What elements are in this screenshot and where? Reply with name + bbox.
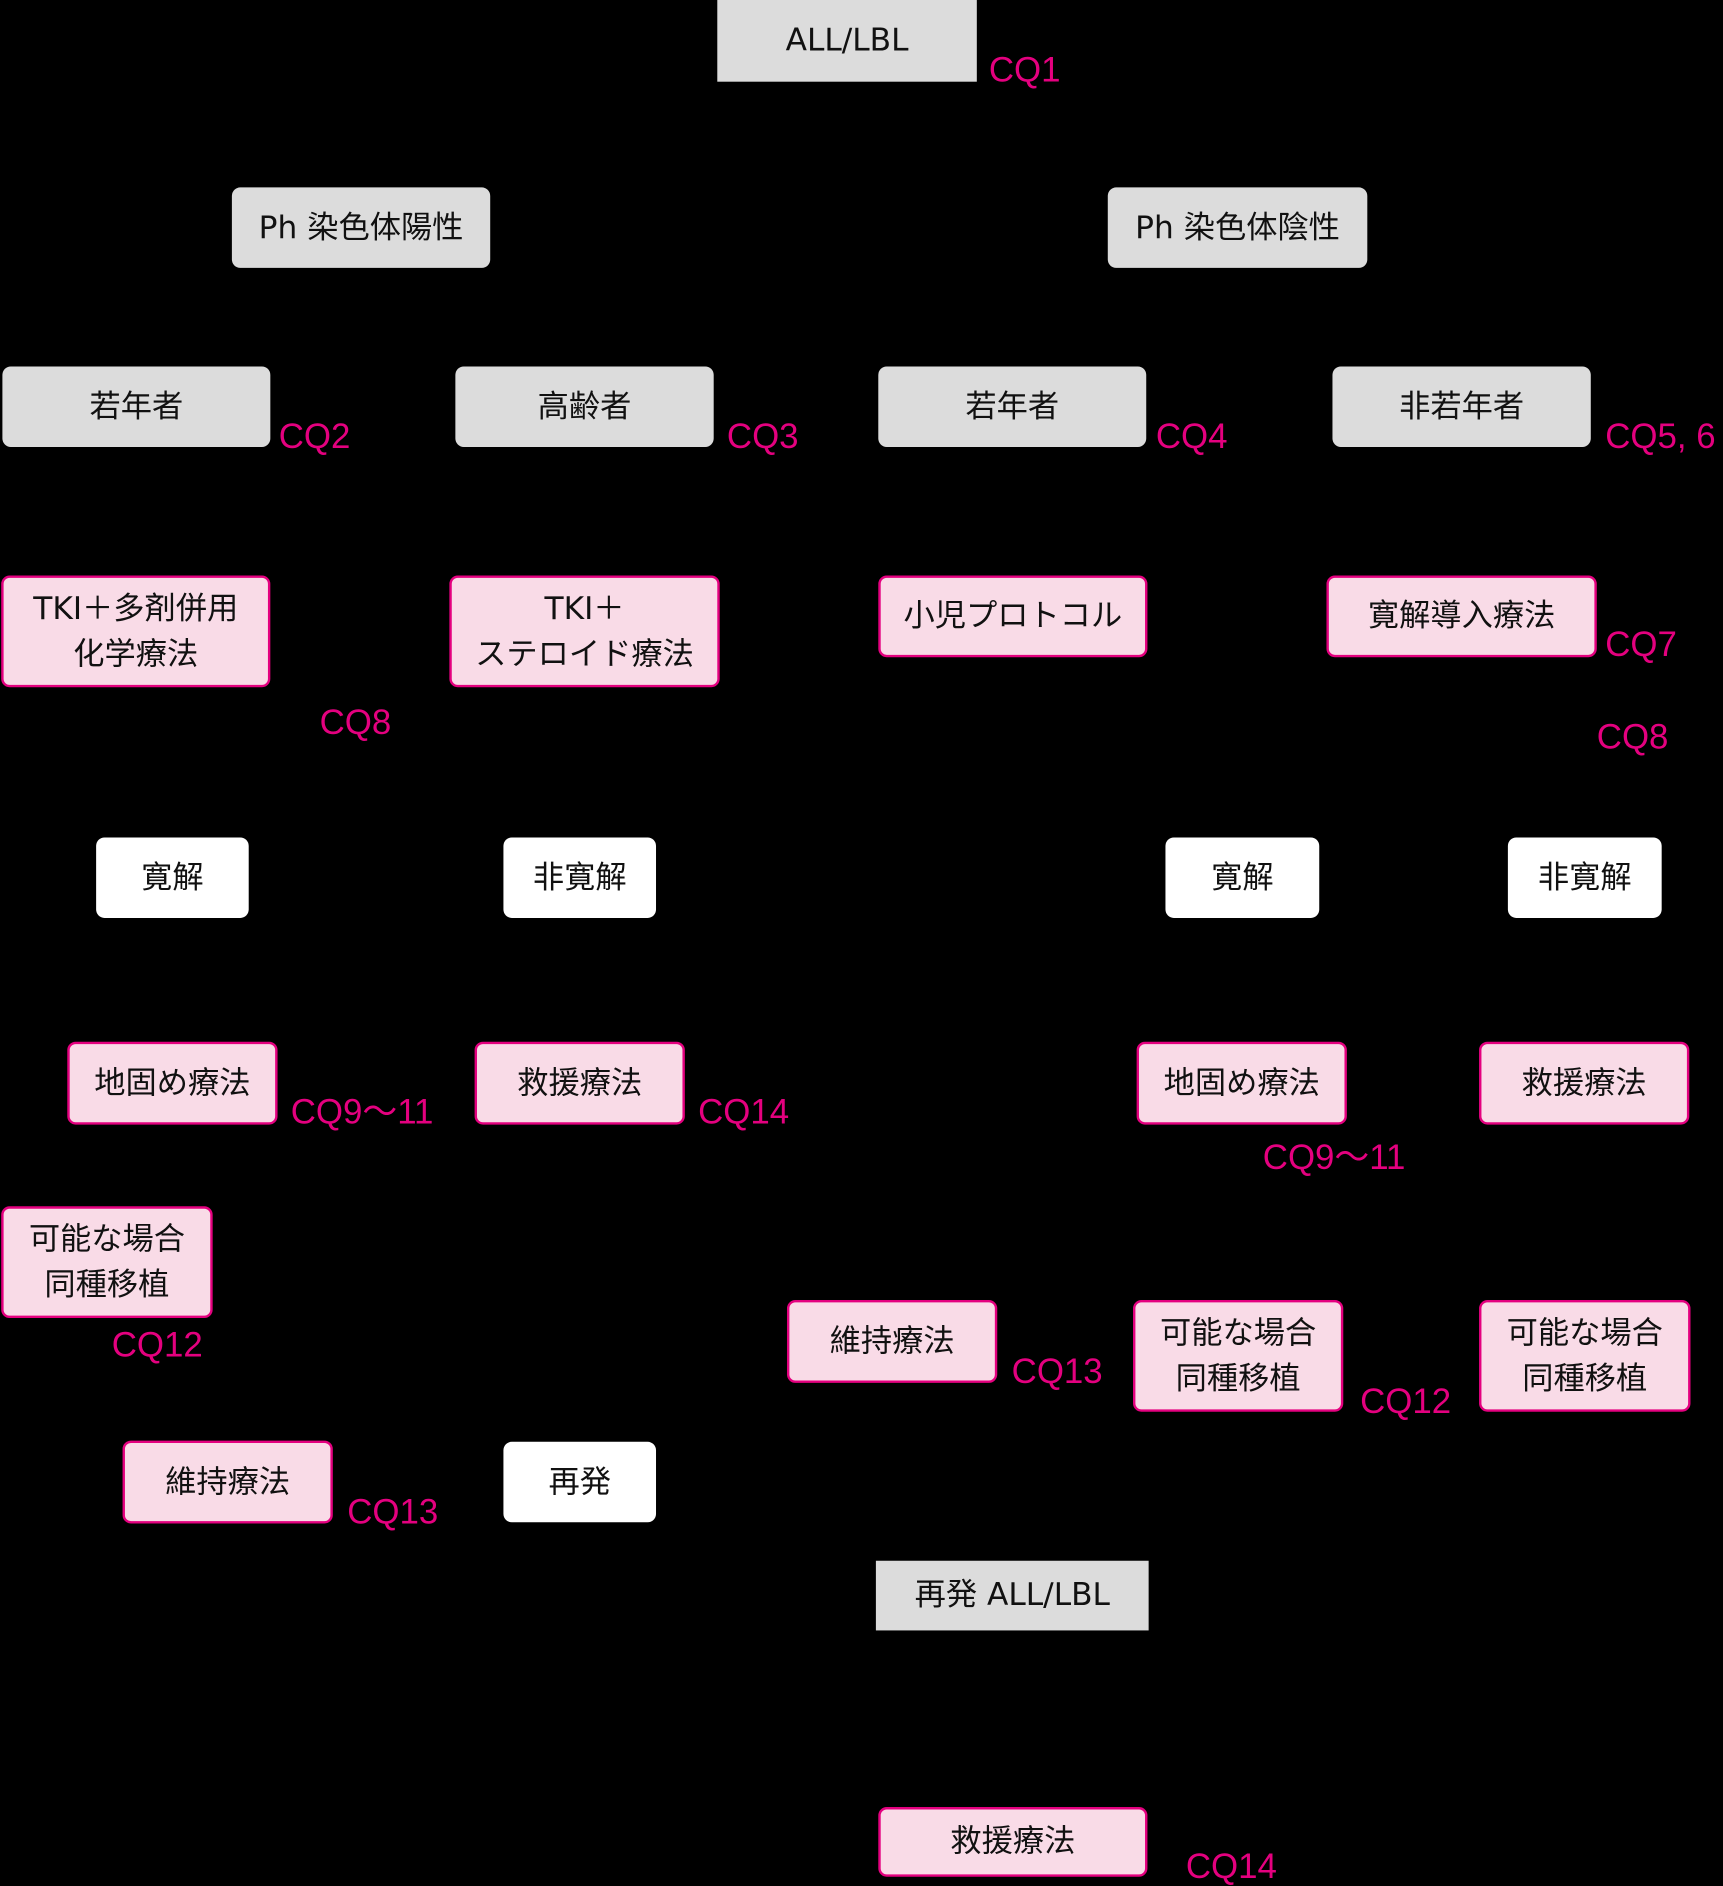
node-neg-nonremission: 非寛解 [1507, 837, 1662, 918]
cq-label: CQ9〜11 [290, 1093, 434, 1132]
cq-label: CQ2 [278, 418, 351, 457]
node-relapse: 再発 [503, 1441, 657, 1523]
node-relapsed-all: 再発 ALL/LBL [875, 1560, 1149, 1631]
node-pos-young: 若年者 [2, 366, 271, 447]
cq-label: CQ5, 6 [1605, 418, 1716, 457]
cq-label: CQ12 [1360, 1382, 1452, 1422]
cq-label: CQ7 [1605, 625, 1677, 665]
cq-label: CQ1 [988, 51, 1061, 91]
node-pos-consolidation: 地固め療法 [67, 1041, 278, 1125]
cq-label: CQ13 [347, 1493, 439, 1532]
cq-label: CQ14 [1185, 1847, 1277, 1886]
node-pediatric-protocol: 小児プロトコル [878, 575, 1148, 658]
node-pos-nonremission: 非寛解 [503, 837, 657, 918]
node-root: ALL/LBL [717, 0, 977, 82]
node-ph-positive: Ph 染色体陽性 [231, 187, 491, 268]
cq-label: CQ14 [698, 1093, 790, 1132]
node-neg-consolidation: 地固め療法 [1136, 1041, 1347, 1125]
node-relapse-salvage: 救援療法 [878, 1807, 1148, 1877]
node-pos-salvage: 救援療法 [474, 1041, 685, 1125]
cq-label: CQ12 [111, 1326, 203, 1365]
node-induction: 寛解導入療法 [1326, 575, 1597, 658]
node-neg-transplant: 可能な場合 同種移植 [1133, 1300, 1344, 1412]
cq-label: CQ8 [319, 704, 392, 743]
node-neg-nonyoung: 非若年者 [1332, 366, 1591, 447]
node-ph-negative: Ph 染色体陰性 [1107, 187, 1368, 268]
node-neg-young: 若年者 [878, 366, 1147, 447]
node-neg-salvage: 救援療法 [1479, 1041, 1690, 1125]
cq-label: CQ4 [1155, 418, 1228, 457]
node-neg-remission: 寛解 [1165, 837, 1320, 918]
cq-label: CQ13 [1011, 1352, 1103, 1392]
node-neg-maintenance: 維持療法 [786, 1300, 998, 1383]
node-pos-maintenance: 維持療法 [122, 1440, 333, 1524]
node-neg-salvage-transplant: 可能な場合 同種移植 [1479, 1300, 1691, 1412]
cq-label: CQ8 [1596, 718, 1669, 757]
cq-label: CQ3 [726, 418, 799, 457]
node-tki-chemo: TKI＋多剤併用 化学療法 [1, 575, 271, 688]
node-pos-transplant: 可能な場合 同種移植 [1, 1206, 213, 1319]
cq-label: CQ9〜11 [1262, 1139, 1406, 1178]
node-pos-remission: 寛解 [96, 837, 249, 918]
node-pos-elderly: 高齢者 [455, 366, 714, 447]
node-tki-steroid: TKI＋ ステロイド療法 [449, 575, 720, 688]
